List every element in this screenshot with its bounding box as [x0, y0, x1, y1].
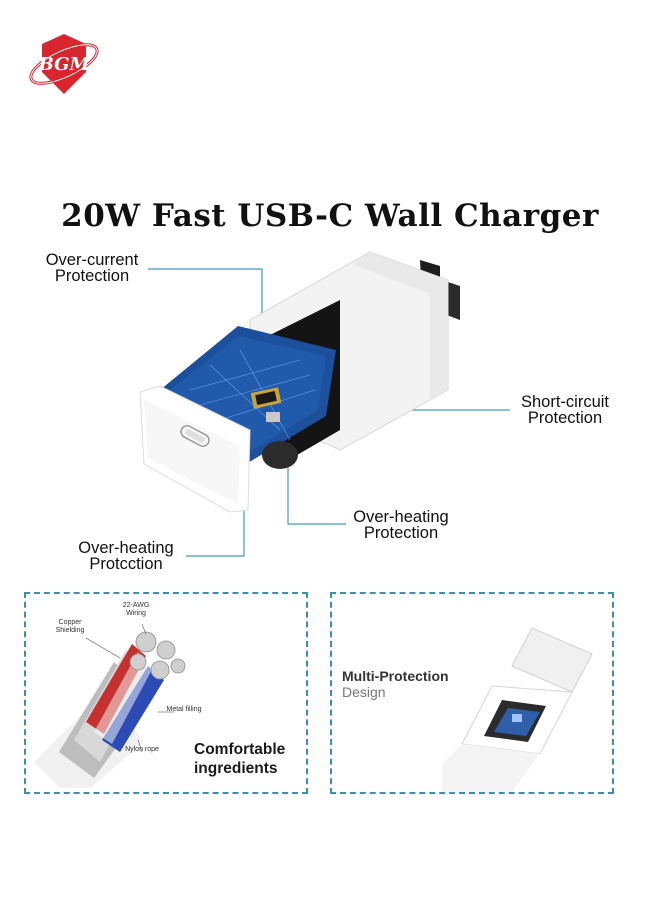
- connector-panel: Multi-Protection Design: [330, 592, 614, 794]
- label-nylon-rope: Nylon rope: [125, 746, 159, 753]
- charger-illustration: [139, 251, 460, 513]
- brand-logo: BGM: [29, 34, 99, 94]
- lightning-connector-illustration: [442, 627, 593, 792]
- label-metal-filling: Metal filling: [166, 706, 202, 713]
- product-title: 20W Fast USB-C Wall Charger: [61, 198, 599, 234]
- multi-protection-subheading: Design: [342, 684, 386, 700]
- svg-text:BGM: BGM: [38, 54, 91, 75]
- cable-cross-section-illustration: [34, 623, 186, 788]
- multi-protection-heading: Multi-Protection: [342, 668, 449, 684]
